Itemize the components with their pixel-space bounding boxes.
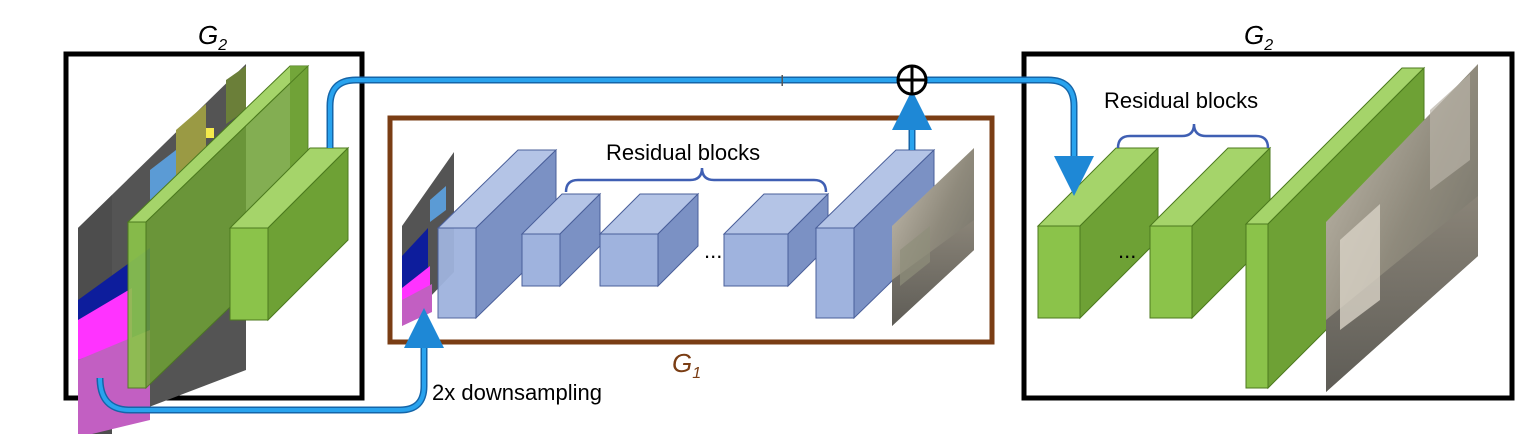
skip-connection-arrow bbox=[326, 76, 898, 148]
g1-output-image bbox=[892, 148, 974, 326]
g1-ellipsis: ... bbox=[704, 238, 722, 263]
g2-right-label: G2 bbox=[1244, 20, 1273, 54]
g2-right-residual-blocks-label: Residual blocks bbox=[1104, 88, 1258, 113]
g2-right-module: ... Residual blocks G2 bbox=[1021, 20, 1515, 401]
text-cursor-icon: I bbox=[780, 73, 784, 90]
downsampling-label: 2x downsampling bbox=[432, 380, 602, 405]
g1-label: G1 bbox=[672, 348, 701, 382]
g1-module: ... Residual blocks G1 bbox=[387, 115, 995, 382]
g1-frame bbox=[387, 115, 995, 345]
g1-residual-block-2 bbox=[598, 192, 700, 288]
g2-right-residual-brace bbox=[1116, 123, 1270, 149]
g2-right-frame bbox=[1021, 51, 1515, 401]
g1-residual-block-3 bbox=[722, 192, 830, 288]
sum-node bbox=[896, 64, 928, 96]
g2-left-front-conv-slab bbox=[126, 64, 310, 390]
g2-output-image bbox=[1326, 64, 1478, 392]
sum-to-g2-arrow bbox=[926, 76, 1078, 176]
g1-residual-block-1 bbox=[520, 192, 602, 288]
g2-right-residual-block-2 bbox=[1148, 146, 1272, 320]
g2-right-ellipsis: ... bbox=[1118, 238, 1136, 263]
g2-left-frame bbox=[63, 51, 365, 401]
g2-left-module: G2 bbox=[63, 20, 365, 434]
g2-right-residual-block-1 bbox=[1036, 146, 1160, 320]
g2-left-conv-block bbox=[228, 146, 350, 322]
g2-left-label: G2 bbox=[198, 20, 227, 54]
g1-residual-brace bbox=[564, 167, 828, 193]
g1-residual-blocks-label: Residual blocks bbox=[606, 140, 760, 165]
